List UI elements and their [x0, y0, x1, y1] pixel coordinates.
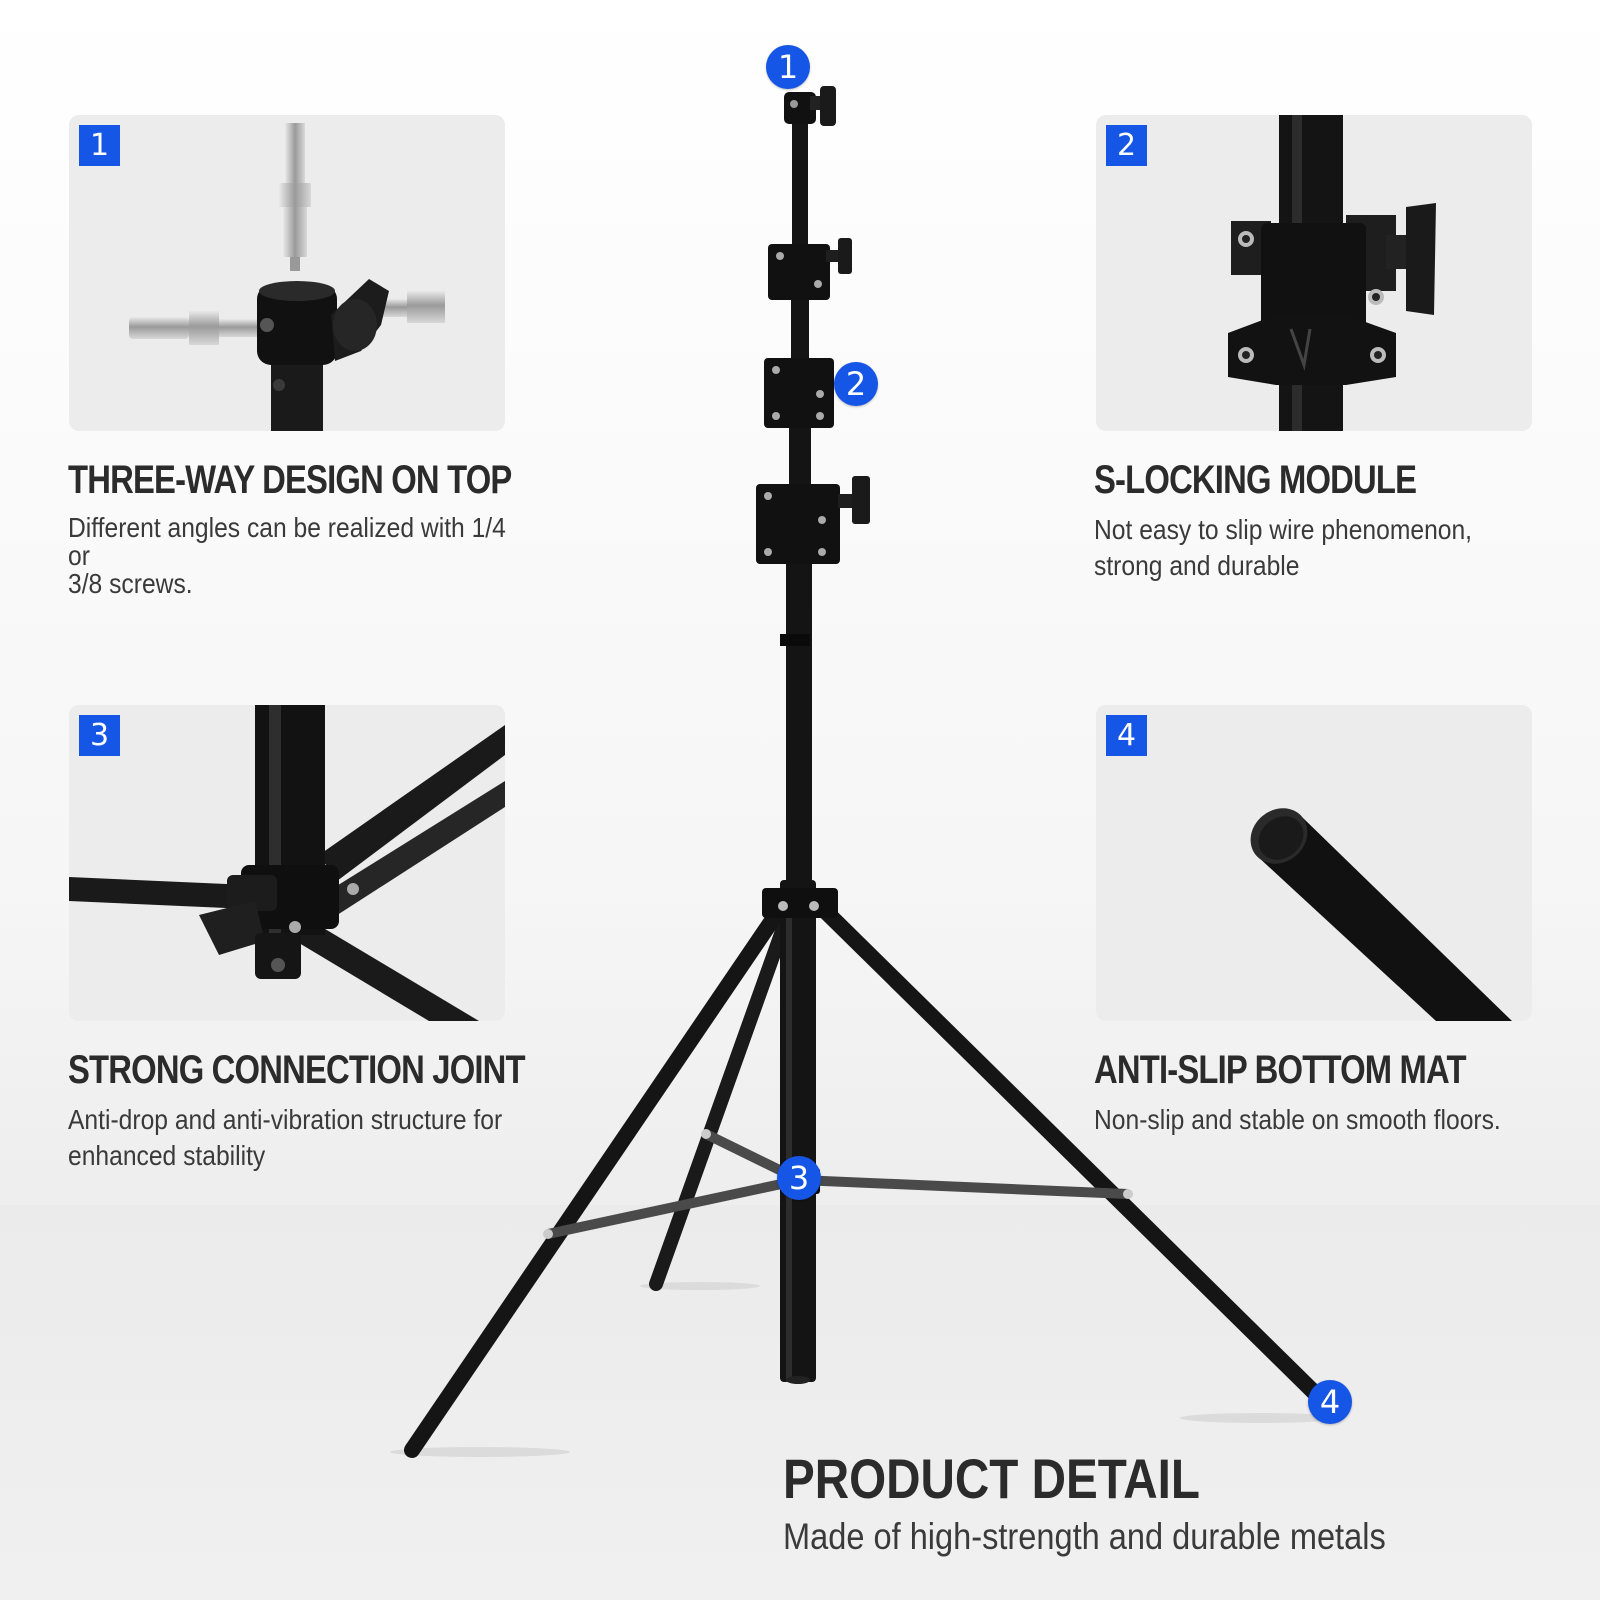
callout-4-badge: 4 [1308, 1380, 1352, 1424]
connection-joint-illustration [69, 705, 505, 1021]
locking-collar-2 [764, 358, 834, 428]
detail-panel-connection-joint: 3 [69, 705, 505, 1021]
feature-1-description: Different angles can be realized with 1/… [68, 514, 534, 598]
locking-collar-1 [768, 238, 852, 300]
feature-3-desc-line-1: Anti-drop and anti-vibration structure f… [68, 1104, 503, 1135]
feature-2-description: Not easy to slip wire phenomenon, strong… [1094, 512, 1560, 584]
feature-4-number-badge: 4 [1106, 715, 1147, 756]
anti-slip-foot-illustration [1250, 808, 1512, 1021]
three-way-head-illustration [129, 123, 445, 431]
feature-2-desc-line-2: strong and durable [1094, 550, 1300, 581]
feature-2-title: S-LOCKING MODULE [1094, 458, 1417, 502]
feature-2-number-badge: 2 [1106, 125, 1147, 166]
stand-top-head [784, 86, 836, 126]
feature-4-description: Non-slip and stable on smooth floors. [1094, 1102, 1560, 1138]
feature-1-desc-line-1: Different angles can be realized with 1/… [68, 512, 506, 571]
callout-3-badge: 3 [777, 1156, 821, 1200]
feature-1-number-badge: 1 [79, 125, 120, 166]
feature-3-title: STRONG CONNECTION JOINT [68, 1048, 526, 1092]
detail-panel-s-locking: 2 [1096, 115, 1532, 431]
product-detail-title: PRODUCT DETAIL [783, 1447, 1200, 1510]
feature-4-desc-line-1: Non-slip and stable on smooth floors. [1094, 1104, 1501, 1135]
feature-1-desc-line-2: 3/8 screws. [68, 568, 193, 599]
callout-1-badge: 1 [766, 45, 810, 89]
feature-3-description: Anti-drop and anti-vibration structure f… [68, 1102, 534, 1174]
detail-panel-anti-slip: 4 [1096, 705, 1532, 1021]
s-locking-module-illustration [1228, 115, 1436, 431]
feature-3-desc-line-2: enhanced stability [68, 1140, 266, 1171]
feature-2-desc-line-1: Not easy to slip wire phenomenon, [1094, 514, 1473, 545]
product-detail-subtitle: Made of high-strength and durable metals [783, 1516, 1386, 1557]
feature-3-number-badge: 3 [79, 715, 120, 756]
callout-2-badge: 2 [834, 362, 878, 406]
feature-1-title: THREE-WAY DESIGN ON TOP [68, 458, 512, 502]
locking-collar-3 [756, 476, 870, 564]
feature-4-title: ANTI-SLIP BOTTOM MAT [1094, 1048, 1467, 1092]
detail-panel-three-way-top: 1 [69, 115, 505, 431]
